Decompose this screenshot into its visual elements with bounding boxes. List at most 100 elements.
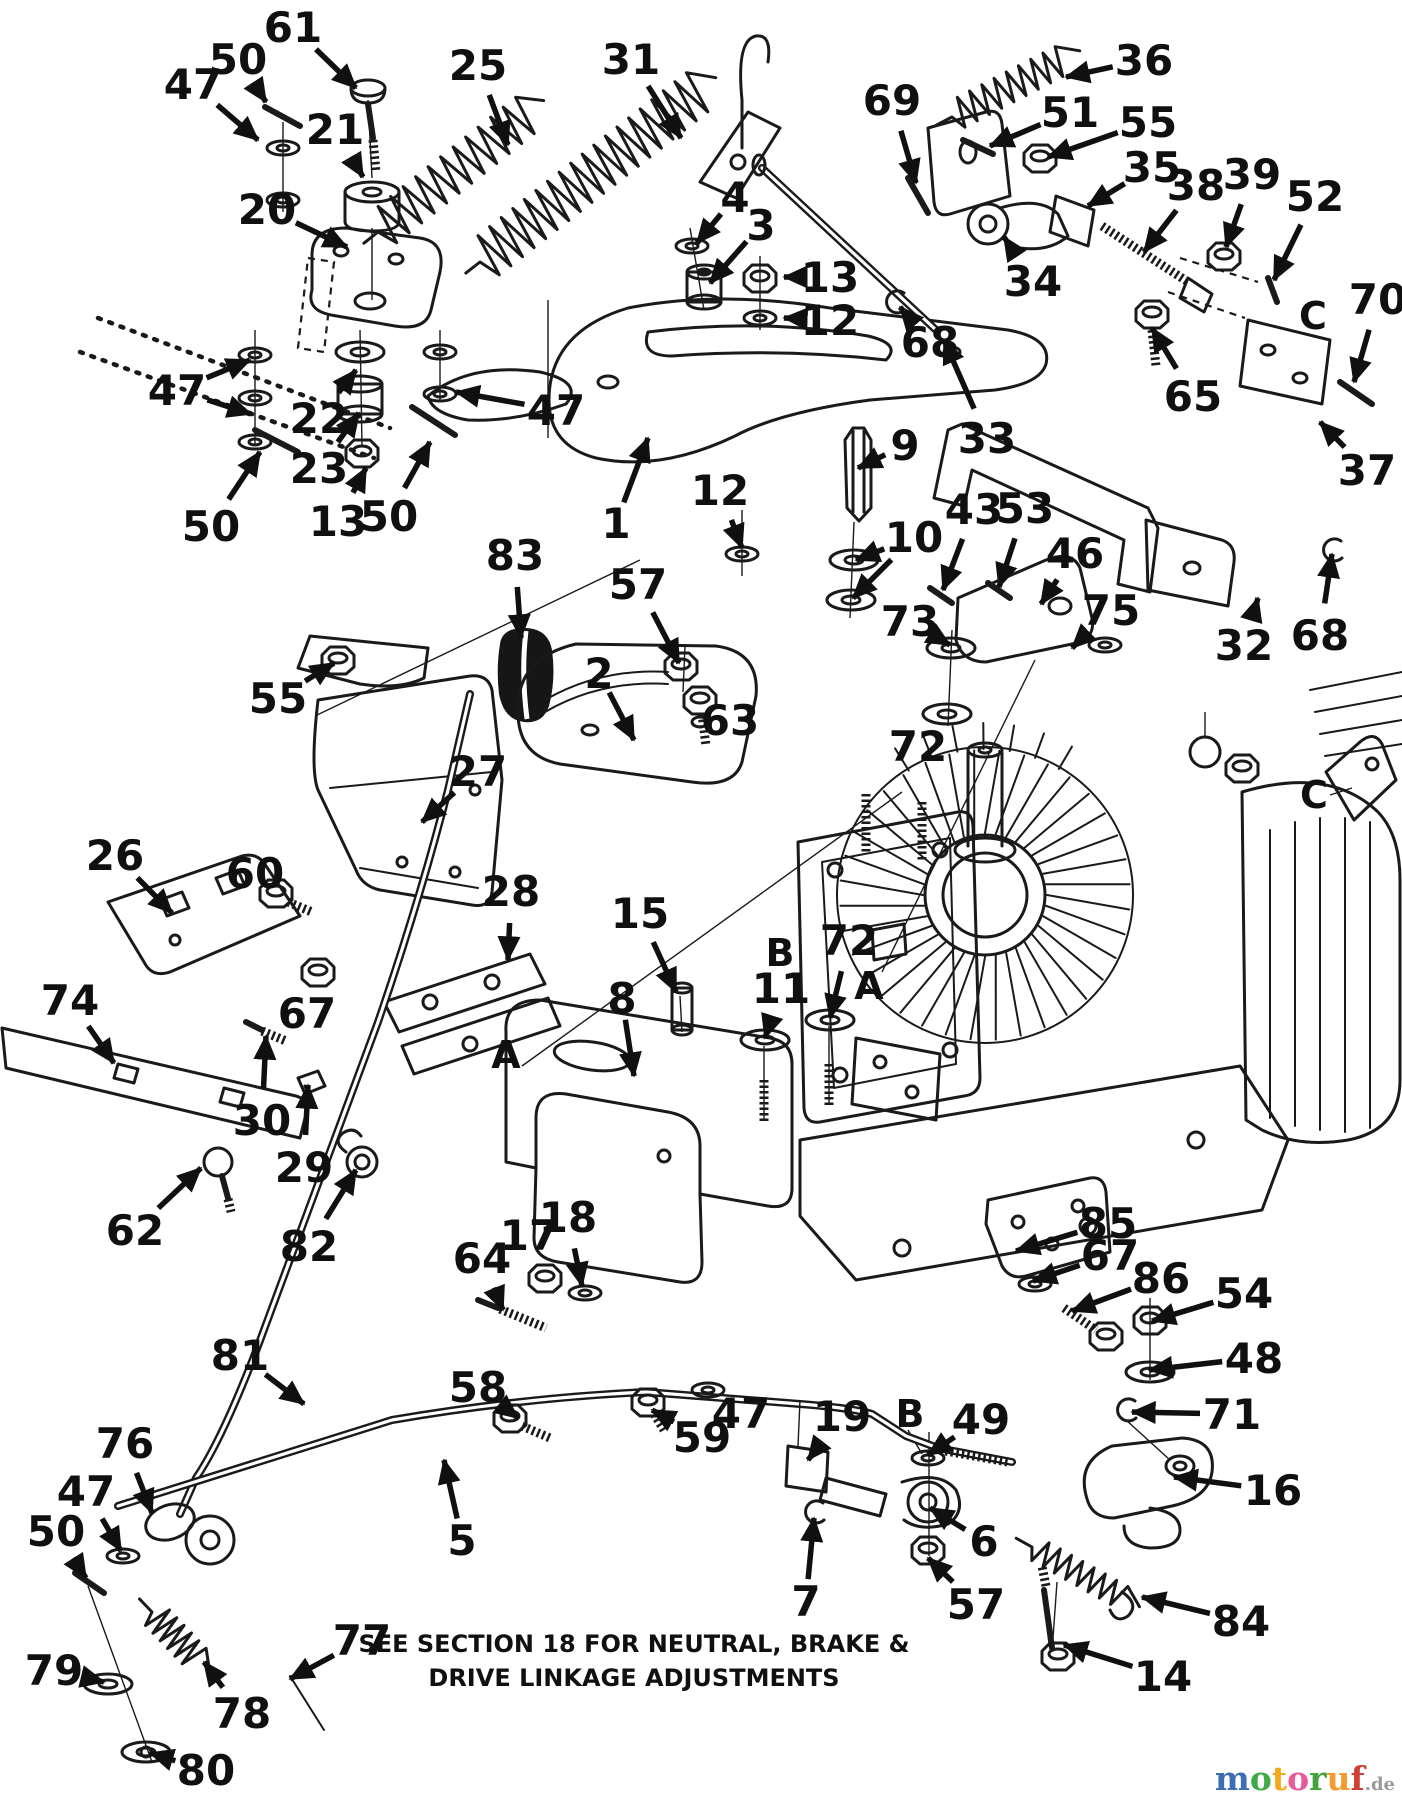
diagram-note-line1: SEE SECTION 18 FOR NEUTRAL, BRAKE &	[358, 1630, 909, 1658]
part-number-81: 81	[211, 1331, 269, 1380]
callout-55: 55	[249, 660, 336, 723]
lever-16-art	[1037, 1436, 1214, 1672]
part-number-55: 55	[1119, 98, 1177, 147]
washer-cluster-art	[237, 340, 573, 469]
part-number-46: 46	[1046, 529, 1104, 578]
callout-2: 2	[584, 649, 637, 742]
callout-71: 71	[1130, 1390, 1261, 1439]
callout-4: 4	[694, 173, 750, 245]
part-number-84: 84	[1212, 1597, 1270, 1646]
part-number-43: 43	[945, 485, 1003, 534]
part-number-12: 12	[801, 296, 859, 345]
callout-36: 36	[1064, 36, 1173, 85]
part-number-20: 20	[238, 185, 296, 234]
part-number-16: 16	[1244, 1466, 1302, 1515]
callout-12: 12	[691, 466, 749, 550]
callout-50: 50	[182, 450, 263, 551]
part-number-1: 1	[601, 499, 630, 548]
part-number-12: 12	[691, 466, 749, 515]
part-number-53: 53	[996, 484, 1054, 533]
part-number-47: 47	[527, 386, 585, 435]
callout-38: 38	[1141, 161, 1225, 254]
part-number-65: 65	[1164, 372, 1222, 421]
callout-46: 46	[1038, 529, 1104, 606]
part-number-8: 8	[607, 974, 636, 1023]
ref-letter-B: B	[896, 1392, 925, 1436]
part-number-15: 15	[611, 889, 669, 938]
callout-68: 68	[1291, 552, 1349, 660]
part-number-47: 47	[148, 366, 206, 415]
part-number-36: 36	[1115, 36, 1173, 85]
callout-53: 53	[995, 484, 1054, 589]
callout-10: 10	[851, 513, 943, 600]
callout-18: 18	[539, 1193, 597, 1288]
part-number-85: 85	[1079, 1199, 1137, 1248]
callout-86: 86	[1070, 1254, 1190, 1314]
callout-48: 48	[1147, 1334, 1283, 1383]
callout-63: 63	[701, 696, 759, 745]
part-number-79: 79	[25, 1646, 83, 1695]
callout-72: 72	[889, 722, 947, 771]
callout-9: 9	[856, 421, 920, 471]
callout-78: 78	[201, 1660, 271, 1738]
rod-end-art	[804, 1449, 962, 1566]
callout-26: 26	[86, 831, 174, 915]
callout-29: 29	[275, 1083, 333, 1192]
part-number-4: 4	[720, 173, 749, 222]
part-number-7: 7	[791, 1577, 820, 1626]
part-number-32: 32	[1215, 621, 1273, 670]
callout-3: 3	[707, 201, 776, 285]
part-number-55: 55	[249, 674, 307, 723]
part-number-78: 78	[213, 1689, 271, 1738]
part-number-2: 2	[584, 649, 613, 698]
callout-67: 67	[278, 989, 336, 1038]
callout-50: 50	[209, 35, 269, 104]
callout-14: 14	[1062, 1641, 1192, 1701]
part-number-48: 48	[1225, 1334, 1283, 1383]
callout-13: 13	[309, 466, 369, 546]
callout-64: 64	[453, 1234, 511, 1312]
part-number-52: 52	[1286, 172, 1344, 221]
part-number-19: 19	[813, 1392, 871, 1441]
callout-73: 73	[881, 597, 952, 648]
part-number-57: 57	[609, 560, 667, 609]
callout-8: 8	[607, 974, 642, 1078]
part-number-34: 34	[1004, 257, 1062, 306]
part-number-50: 50	[27, 1507, 85, 1556]
part-number-6: 6	[969, 1517, 998, 1566]
callout-7: 7	[791, 1516, 824, 1626]
callout-57: 57	[926, 1556, 1005, 1629]
watermark-logo: motoruf.de	[1215, 1759, 1395, 1798]
part-number-9: 9	[890, 421, 919, 470]
callout-67: 67	[1031, 1231, 1139, 1285]
part-number-69: 69	[863, 76, 921, 125]
ref-letter-C: C	[1299, 294, 1327, 338]
callout-37: 37	[1318, 420, 1396, 495]
callout-43: 43	[940, 485, 1003, 592]
part-number-54: 54	[1215, 1269, 1273, 1318]
callout-19: 19	[805, 1392, 871, 1462]
callout-83: 83	[486, 531, 544, 640]
part-number-59: 59	[673, 1413, 731, 1462]
callout-12: 12	[782, 296, 859, 345]
callout-32: 32	[1215, 596, 1273, 670]
callout-85: 85	[1014, 1199, 1137, 1256]
callout-11: 11	[752, 964, 810, 1040]
callout-15: 15	[611, 889, 679, 994]
callout-52: 52	[1271, 172, 1344, 282]
part-number-60: 60	[226, 849, 284, 898]
part-number-50: 50	[209, 35, 267, 84]
part-number-77: 77	[333, 1616, 391, 1665]
part-number-86: 86	[1132, 1254, 1190, 1303]
callout-54: 54	[1150, 1269, 1273, 1326]
callout-6: 6	[928, 1505, 999, 1566]
part-number-49: 49	[952, 1395, 1010, 1444]
part-number-61: 61	[264, 3, 322, 52]
part-number-47: 47	[164, 60, 222, 109]
fan-fins	[839, 722, 1131, 1041]
part-number-67: 67	[278, 989, 336, 1038]
part-number-64: 64	[453, 1234, 511, 1283]
diagram-note-line2: DRIVE LINKAGE ADJUSTMENTS	[428, 1664, 839, 1692]
